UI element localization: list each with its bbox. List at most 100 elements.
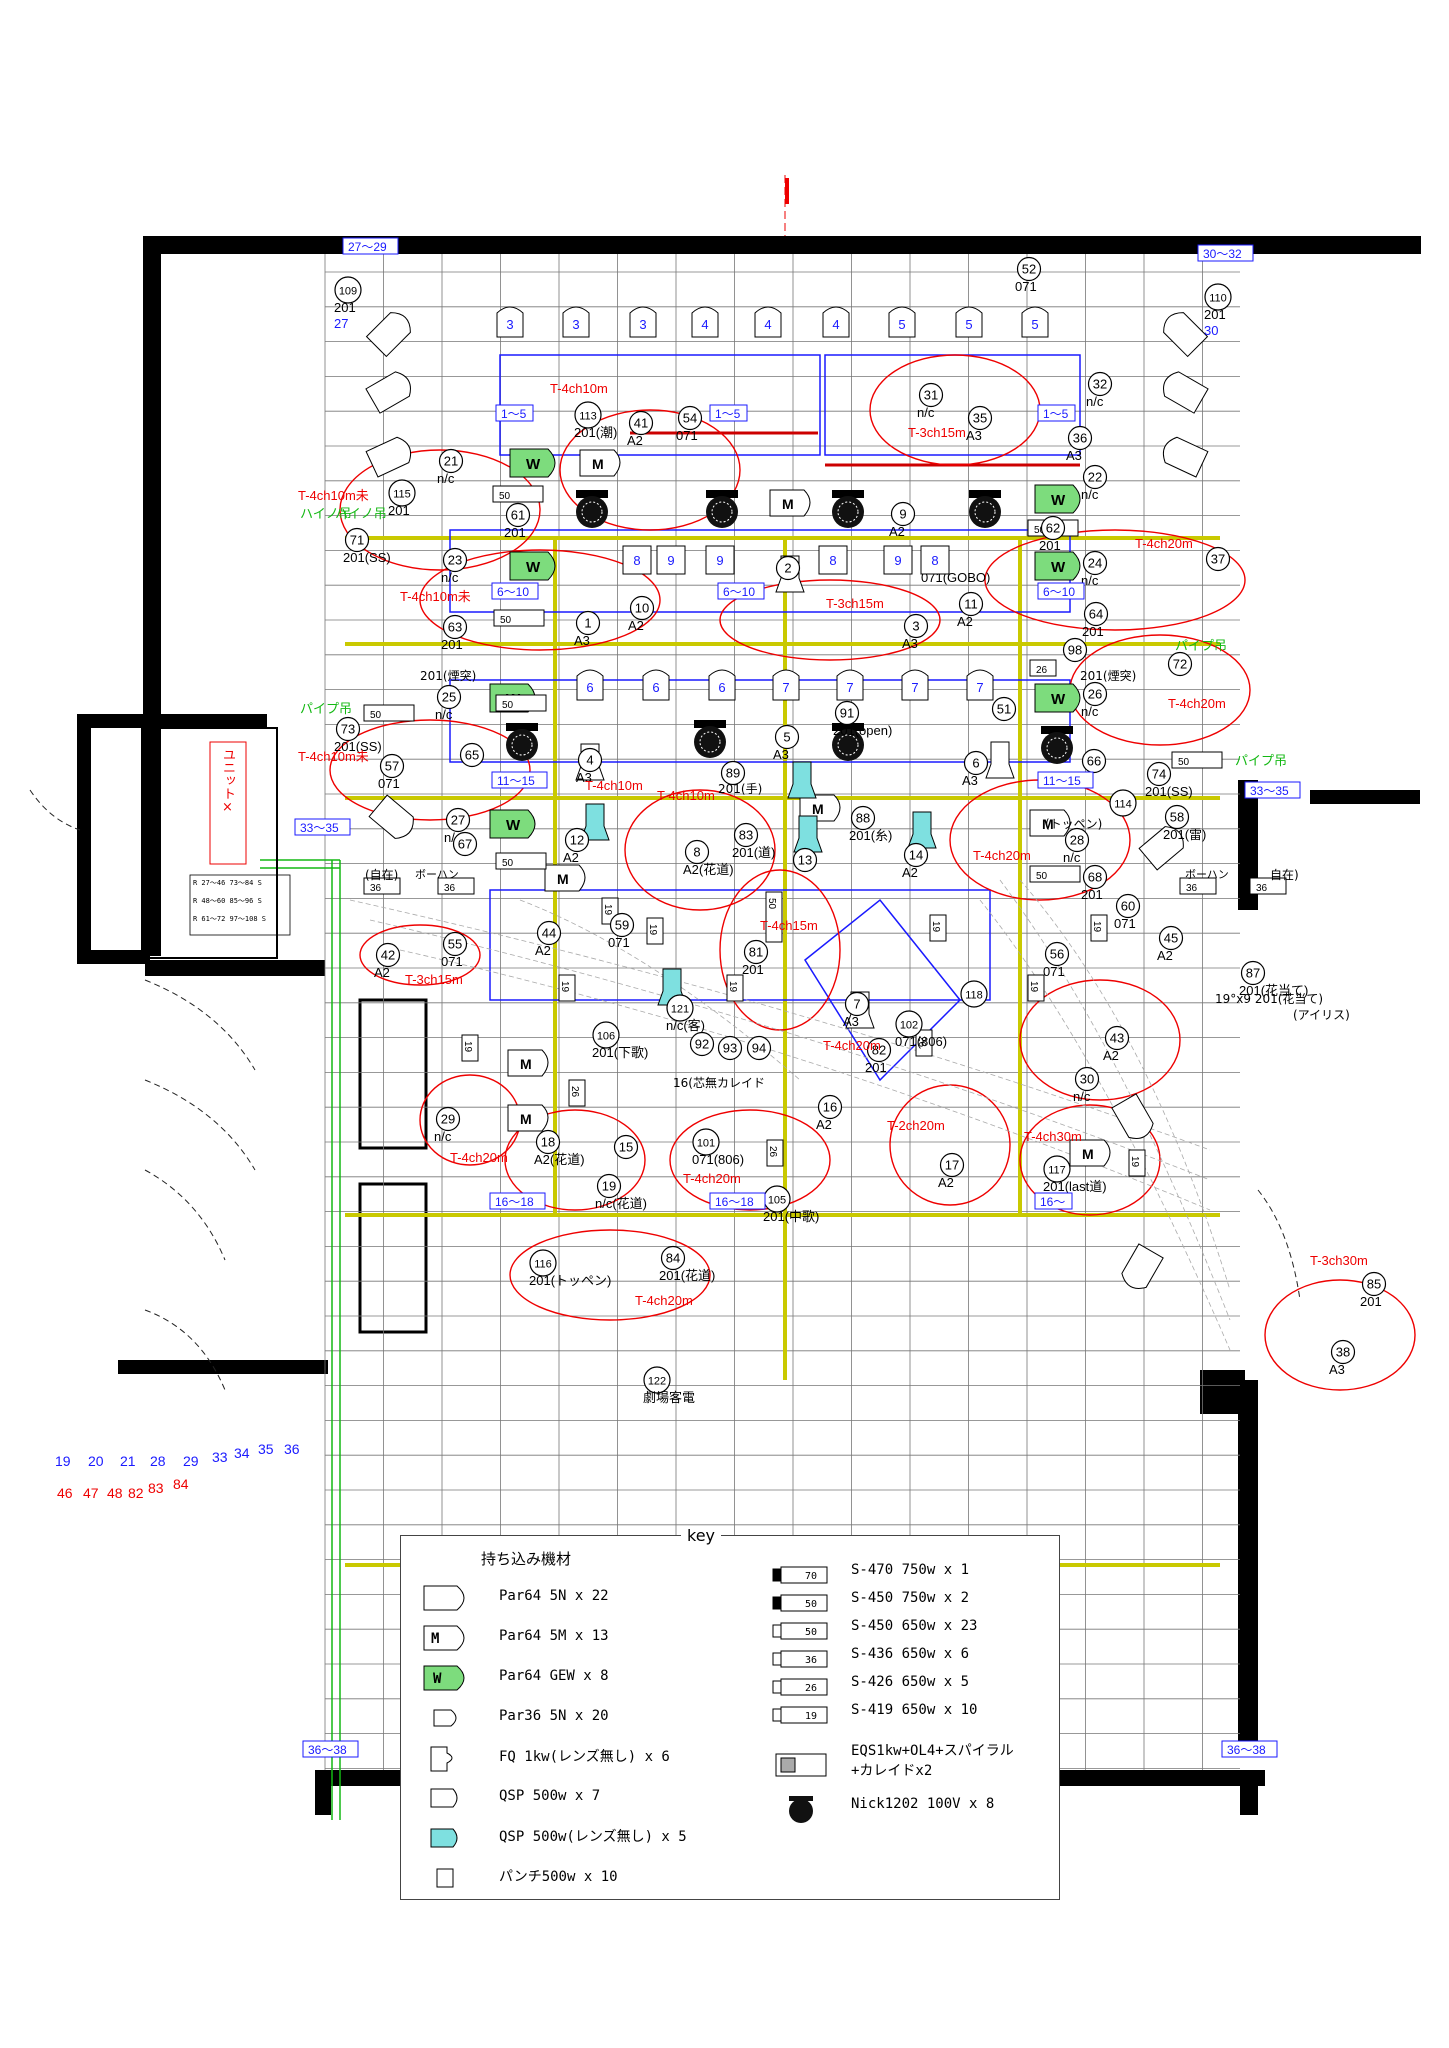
spot-label: 19 [1028, 981, 1039, 993]
red-note-14: T-4ch20m [823, 1038, 881, 1053]
fixture-circle [1044, 941, 1070, 967]
red-note-10: T-4ch10m [657, 788, 715, 803]
fixture-32: 32n/c [1086, 371, 1113, 409]
fixture-number: 4 [586, 753, 593, 768]
fixture-number: 21 [444, 454, 458, 469]
red-note-4: T-4ch10m未 [400, 589, 471, 604]
fixture-circle [939, 1152, 965, 1178]
bracket-label-7: 6〜10 [1037, 582, 1085, 600]
unit-top-7: 5 [955, 306, 983, 338]
bracket-box [489, 1192, 546, 1210]
fixture-number: 12 [570, 833, 584, 848]
fixture-sub: A3 [962, 773, 978, 788]
legend-label: EQS1kw+OL4+スパイラル +カレイドx2 [851, 1743, 1014, 1779]
nick-lens [974, 501, 996, 523]
s450-750-icon: 50 [771, 1588, 831, 1612]
fixture-number: 35 [973, 411, 987, 426]
fixture-number: 16 [823, 1100, 837, 1115]
spot-3: 50 [495, 852, 547, 870]
fixture-number: 115 [393, 489, 411, 501]
spot-21: 50 [765, 891, 783, 943]
fixture-30: 30n/c [1073, 1066, 1100, 1104]
fixture-sub: 201(花当て) [1239, 983, 1308, 998]
bracket-box [294, 818, 351, 836]
red-note-19: T-4ch20m [635, 1293, 693, 1308]
unit-shape [901, 669, 929, 701]
gew-shape [489, 809, 536, 839]
unit-box-3: 8 [818, 545, 848, 575]
fixture-number: 88 [856, 811, 870, 826]
spot-body [915, 1029, 933, 1057]
fixture-number: 66 [1087, 754, 1101, 769]
bracket-label-0: 27〜29 [342, 237, 399, 255]
fixture-sub: A2 [563, 850, 579, 865]
fixture-number: 68 [1088, 870, 1102, 885]
fixture-circle [442, 614, 468, 640]
fixture-circle [991, 696, 1017, 722]
qsp-shape [787, 761, 817, 799]
unit-label: ユニット× [220, 748, 235, 815]
fixture-sub: 201 [1204, 307, 1226, 322]
fixture-sub: A2(花道) [683, 862, 734, 877]
s470-icon: 70 [771, 1560, 831, 1584]
fixture-sub: A3 [1329, 1362, 1345, 1377]
qsp-shape [580, 803, 610, 841]
nick-head [694, 726, 726, 758]
fixture-sub: 201(潮) [574, 425, 617, 440]
par5n-8 [1111, 1093, 1154, 1139]
spot-body [363, 877, 401, 895]
par5m-shape [579, 449, 621, 477]
fixture-number: 110 [1209, 293, 1227, 305]
fixture-sub: n/c [1073, 1089, 1091, 1104]
fixture-number: 92 [695, 1037, 709, 1052]
unit-top-6: 5 [888, 306, 916, 338]
nick-icon [771, 1794, 831, 1823]
nick-head [506, 729, 538, 761]
nick-head [576, 496, 608, 528]
fixture-number: 45 [1164, 931, 1178, 946]
gew-fixture-0: W [509, 448, 556, 478]
spot-label: 50 [1034, 525, 1046, 536]
fixture-number: 71 [350, 533, 364, 548]
fixture-circle [535, 1129, 561, 1155]
fixture-sub: 201 [441, 637, 463, 652]
fixture-circle [1074, 1066, 1100, 1092]
qsp-500w-icon [419, 1783, 479, 1809]
spot-label: 50 [500, 615, 512, 626]
red-note-11: T-4ch20m [973, 848, 1031, 863]
spot-body [1249, 877, 1287, 895]
par5n-1 [365, 371, 411, 414]
fixture-circle [596, 1173, 622, 1199]
eqs-icon [771, 1750, 831, 1777]
fixture-sub: n/c [1086, 394, 1104, 409]
bracket-text: 30〜32 [1203, 247, 1242, 261]
spot-9: 36 [363, 877, 401, 895]
unit-mid-3: 7 [772, 669, 800, 701]
spot-15: 19 [558, 974, 576, 1002]
par5n-shape [368, 794, 414, 839]
bracket-box [491, 582, 539, 600]
gew-fixture-2: W [1034, 484, 1081, 514]
fixture-number: 54 [683, 411, 697, 426]
nick-lens [837, 734, 859, 756]
nick-5 [694, 720, 726, 758]
external-blue-number: 34 [234, 1445, 250, 1461]
unit-label: 9 [716, 553, 723, 568]
fixture-number: 5 [783, 730, 790, 745]
unit-rect [622, 545, 652, 575]
qsp-1 [787, 761, 817, 799]
fixture-number: 63 [448, 620, 462, 635]
fixture-sub: 201 [388, 503, 410, 518]
legend-item: QSP 500w(レンズ無し) x 5 [419, 1816, 687, 1856]
